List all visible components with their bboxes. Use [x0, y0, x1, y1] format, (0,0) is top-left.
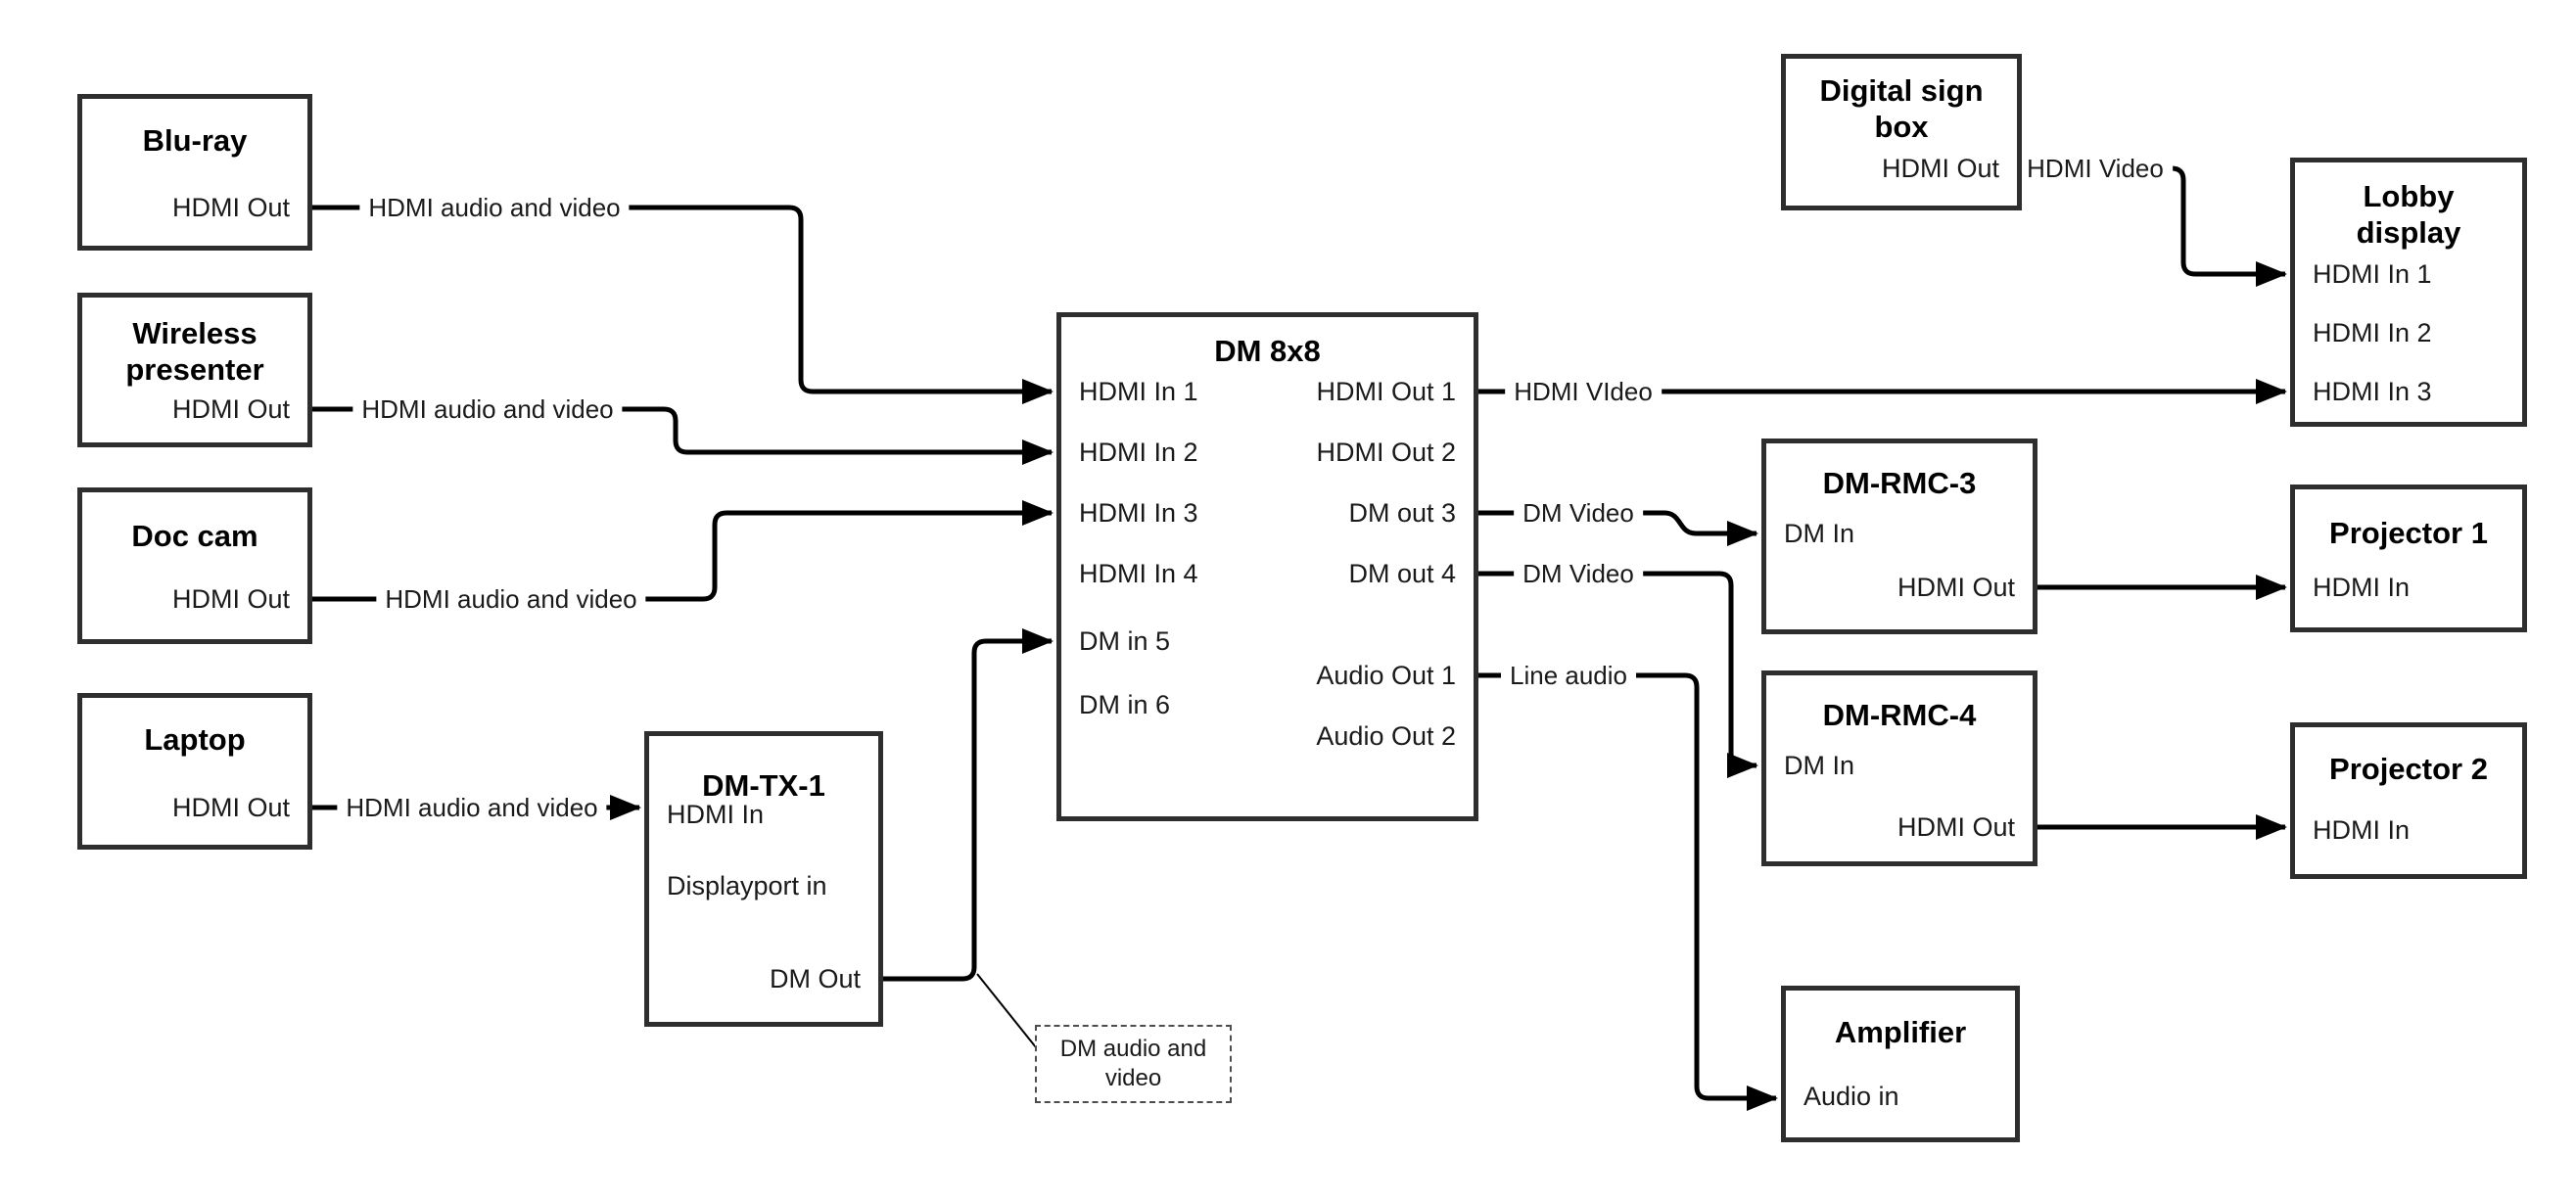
wire-doc-cam-to-dm8x8-hdmi-in-3-label: HDMI audio and video: [376, 584, 646, 614]
wire-dm8x8-dm-out-3-to-dm-rmc-3-dm-in-label: DM Video: [1514, 498, 1643, 528]
wire-wireless-presenter-to-dm8x8-hdmi-in-2-label: HDMI audio and video: [352, 394, 623, 424]
port-dm8x8-audio-out-2: Audio Out 2: [1316, 721, 1456, 751]
node-dm-rmc-3-title: DM-RMC-3: [1822, 466, 1977, 500]
wire-bluray-to-dm8x8-hdmi-in-1: [312, 205, 1054, 404]
port-dm8x8-hdmi-out-1: HDMI Out 1: [1316, 377, 1456, 406]
node-dm8x8-title: DM 8x8: [1214, 334, 1321, 368]
callout-leader-line: [976, 973, 1037, 1048]
port-dm8x8-hdmi-in-4: HDMI In 4: [1079, 559, 1198, 588]
port-lobby-display-hdmi-in-2: HDMI In 2: [2313, 318, 2432, 347]
wire-bluray-to-dm8x8-hdmi-in-1-label: HDMI audio and video: [359, 193, 630, 222]
port-dm-rmc-4-dm-in: DM In: [1784, 751, 1855, 780]
port-wireless-presenter-hdmi-out: HDMI Out: [171, 394, 290, 424]
port-projector-1-hdmi-in: HDMI In: [2313, 573, 2411, 602]
node-dm-rmc-4-title: DM-RMC-4: [1822, 698, 1977, 732]
port-doc-cam-hdmi-out: HDMI Out: [171, 584, 290, 614]
node-amplifier-title: Amplifier: [1834, 1015, 1967, 1049]
port-dm8x8-audio-out-1: Audio Out 1: [1316, 661, 1456, 690]
node-doc-cam-title: Doc cam: [131, 519, 258, 553]
wire-laptop-to-dm-tx-1-hdmi-in-label: HDMI audio and video: [337, 793, 607, 822]
port-lobby-display-hdmi-in-3: HDMI In 3: [2313, 377, 2432, 406]
node-wireless-presenter-title: Wireless presenter: [125, 316, 264, 387]
port-digital-sign-box-hdmi-out: HDMI Out: [1881, 154, 1999, 183]
port-bluray-hdmi-out: HDMI Out: [171, 193, 290, 222]
port-dm8x8-hdmi-in-3: HDMI In 3: [1079, 498, 1198, 528]
port-dm8x8-hdmi-in-1: HDMI In 1: [1079, 377, 1198, 406]
wire-wireless-presenter-to-dm8x8-hdmi-in-2: [312, 406, 1054, 465]
port-dm8x8-dm-in-5: DM in 5: [1079, 626, 1171, 656]
wire-dm8x8-hdmi-out-1-to-lobby-hdmi-in-3-label: HDMI VIdeo: [1505, 377, 1662, 406]
port-dm-tx-1-dm-out: DM Out: [769, 964, 861, 993]
node-projector-1: Projector 1 HDMI In: [2290, 485, 2527, 632]
node-lobby-display-title: Lobby display: [2356, 179, 2461, 250]
node-projector-1-title: Projector 1: [2329, 516, 2488, 550]
port-dm8x8-dm-in-6: DM in 6: [1079, 690, 1171, 719]
port-dm-tx-1-hdmi-in: HDMI In: [667, 800, 765, 829]
wire-dm8x8-audio-out-1-to-amplifier-audio-in-label: Line audio: [1501, 661, 1636, 690]
port-dm-rmc-4-hdmi-out: HDMI Out: [1897, 812, 2015, 842]
port-laptop-hdmi-out: HDMI Out: [171, 793, 290, 822]
port-dm8x8-hdmi-in-2: HDMI In 2: [1079, 438, 1198, 467]
port-dm-rmc-3-dm-in: DM In: [1784, 519, 1855, 548]
port-projector-2-hdmi-in: HDMI In: [2313, 815, 2411, 845]
port-lobby-display-hdmi-in-1: HDMI In 1: [2313, 259, 2432, 289]
wire-doc-cam-to-dm8x8-hdmi-in-3: [312, 500, 1054, 602]
node-bluray-title: Blu-ray: [142, 123, 248, 158]
port-dm8x8-dm-out-4: DM out 4: [1348, 559, 1456, 588]
node-dm-rmc-4: DM-RMC-4 DM In HDMI Out: [1761, 670, 2037, 866]
callout-dm-audio-and-video: DM audio and video: [1035, 1025, 1232, 1103]
node-dm-tx-1-title: DM-TX-1: [702, 768, 825, 803]
wire-digital-sign-to-lobby-hdmi-in-1-label: HDMI Video: [2018, 154, 2173, 183]
wire-dm-tx-1-dm-out-to-dm8x8-dm-in-5: [883, 628, 1054, 982]
node-dm-rmc-3: DM-RMC-3 DM In HDMI Out: [1761, 439, 2037, 634]
port-dm8x8-hdmi-out-2: HDMI Out 2: [1316, 438, 1456, 467]
node-projector-2-title: Projector 2: [2329, 752, 2488, 786]
port-dm8x8-dm-out-3: DM out 3: [1348, 498, 1456, 528]
port-amplifier-audio-in: Audio in: [1803, 1082, 1899, 1111]
wire-dm8x8-dm-out-4-to-dm-rmc-4-dm-in: [1478, 571, 1758, 778]
wire-dm8x8-dm-out-4-to-dm-rmc-4-dm-in-label: DM Video: [1514, 559, 1643, 588]
node-digital-sign-box-title: Digital sign box: [1819, 73, 1984, 144]
node-projector-2: Projector 2 HDMI In: [2290, 722, 2527, 879]
wire-digital-sign-to-lobby-hdmi-in-1: [2022, 165, 2287, 287]
node-laptop-title: Laptop: [144, 722, 246, 757]
wire-dm8x8-audio-out-1-to-amplifier-audio-in: [1478, 672, 1778, 1111]
port-dm-rmc-3-hdmi-out: HDMI Out: [1897, 573, 2015, 602]
wire-dm8x8-dm-out-3-to-dm-rmc-3-dm-in: [1478, 510, 1758, 546]
port-dm-tx-1-displayport-in: Displayport in: [667, 871, 827, 901]
